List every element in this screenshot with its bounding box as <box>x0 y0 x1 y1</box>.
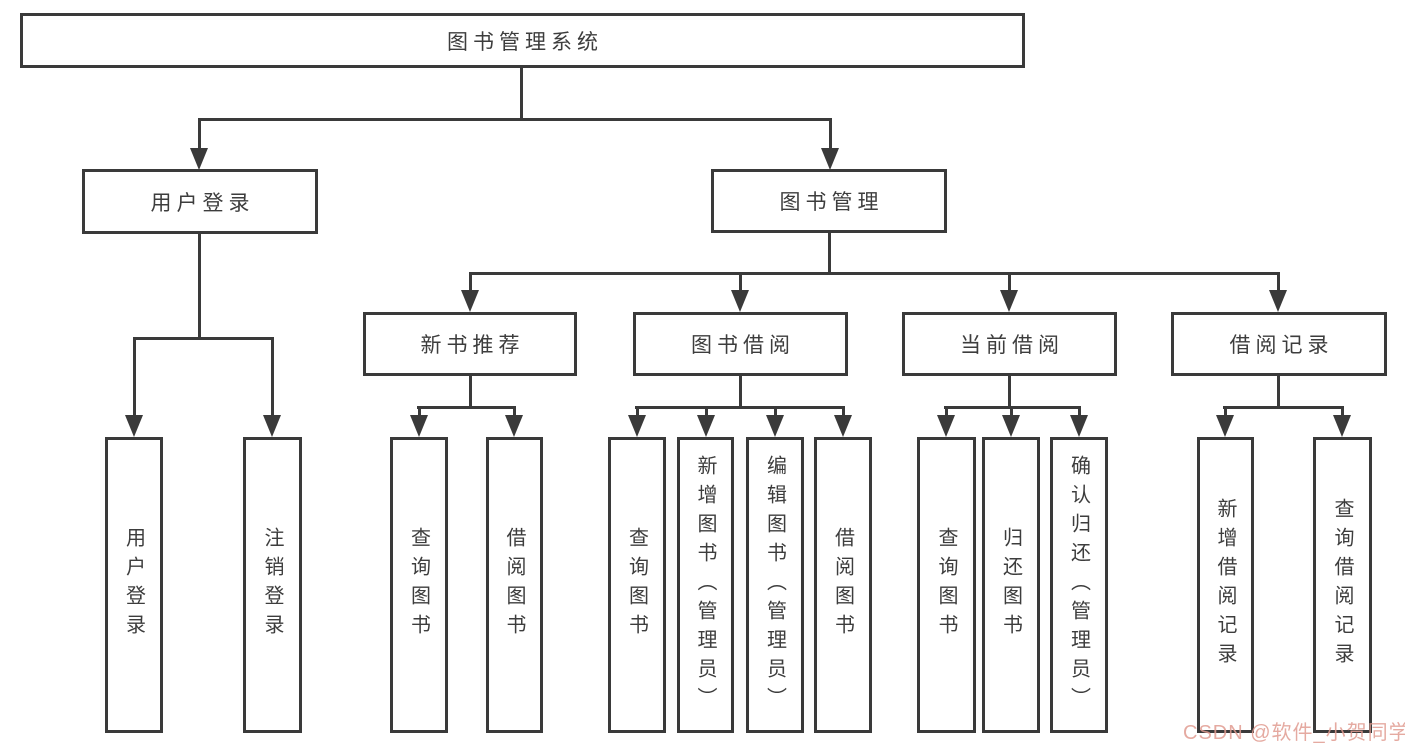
csdn-watermark: CSDN @软件_小贺同学 <box>1183 722 1405 744</box>
arrow-down-icon <box>410 415 428 437</box>
node-label: 确认归还（管理员） <box>1067 454 1090 716</box>
node-label: 查询图书 <box>625 527 648 643</box>
node-label: 查询图书 <box>407 527 430 643</box>
connector <box>705 406 708 420</box>
connector <box>1078 406 1081 420</box>
node-label: 编辑图书（管理员） <box>763 454 786 716</box>
node-label: 查询借阅记录 <box>1331 498 1353 672</box>
connector <box>1008 272 1011 294</box>
connector <box>1223 406 1344 409</box>
arrow-down-icon <box>190 148 208 170</box>
node-label: 新书推荐 <box>420 334 525 357</box>
node-label: 用户登录 <box>122 527 145 643</box>
connector <box>418 406 421 420</box>
connector <box>945 406 948 420</box>
connector <box>133 337 136 418</box>
leaf-query-book-3: 查询图书 <box>917 437 976 733</box>
node-root: 图书管理系统 <box>20 13 1025 68</box>
leaf-query-book-2: 查询图书 <box>608 437 666 733</box>
node-borrow-record: 借阅记录 <box>1171 312 1387 376</box>
arrow-down-icon <box>263 415 281 437</box>
connector <box>469 272 1280 275</box>
connector <box>1277 272 1280 294</box>
node-label: 查询图书 <box>935 527 957 643</box>
connector <box>271 337 274 418</box>
node-label: 借阅记录 <box>1229 334 1334 357</box>
connector <box>1010 406 1013 420</box>
connector <box>1224 406 1227 420</box>
connector <box>198 234 201 339</box>
node-label: 用户登录 <box>150 191 255 215</box>
arrow-down-icon <box>1002 415 1020 437</box>
connector <box>829 118 832 152</box>
node-label: 新增图书（管理员） <box>694 454 716 716</box>
leaf-query-borrow-record: 查询借阅记录 <box>1313 437 1372 733</box>
node-label: 归还图书 <box>999 527 1022 643</box>
arrow-down-icon <box>731 290 749 312</box>
connector <box>1008 376 1011 409</box>
leaf-user-login: 用户登录 <box>105 437 163 733</box>
connector <box>739 272 742 294</box>
leaf-add-borrow-record: 新增借阅记录 <box>1197 437 1254 733</box>
connector <box>469 376 472 409</box>
node-book-management: 图书管理 <box>711 169 947 233</box>
leaf-edit-book-admin: 编辑图书（管理员） <box>746 437 804 733</box>
node-label: 图书管理系统 <box>447 30 603 54</box>
connector <box>469 272 472 294</box>
arrow-down-icon <box>1000 290 1018 312</box>
connector <box>842 406 845 420</box>
connector <box>417 406 516 409</box>
node-new-book-recommend: 新书推荐 <box>363 312 577 376</box>
connector <box>520 68 523 121</box>
leaf-return-book: 归还图书 <box>982 437 1040 733</box>
leaf-query-book-1: 查询图书 <box>390 437 448 733</box>
node-label: 借阅图书 <box>503 527 525 643</box>
arrow-down-icon <box>1269 290 1287 312</box>
arrow-down-icon <box>697 415 715 437</box>
node-current-borrow: 当前借阅 <box>902 312 1117 376</box>
arrow-down-icon <box>766 415 784 437</box>
arrow-down-icon <box>1333 415 1351 437</box>
arrow-down-icon <box>461 290 479 312</box>
arrow-down-icon <box>125 415 143 437</box>
leaf-confirm-return-admin: 确认归还（管理员） <box>1050 437 1108 733</box>
node-label: 当前借阅 <box>960 334 1064 357</box>
connector <box>133 337 274 340</box>
arrow-down-icon <box>628 415 646 437</box>
connector <box>1277 376 1280 409</box>
arrow-down-icon <box>1216 415 1234 437</box>
connector <box>1341 406 1344 420</box>
leaf-logout: 注销登录 <box>243 437 302 733</box>
leaf-borrow-book-2: 借阅图书 <box>814 437 872 733</box>
arrow-down-icon <box>834 415 852 437</box>
connector <box>774 406 777 420</box>
connector <box>198 118 201 152</box>
leaf-borrow-book-1: 借阅图书 <box>486 437 543 733</box>
node-book-borrow: 图书借阅 <box>633 312 848 376</box>
arrow-down-icon <box>937 415 955 437</box>
connector <box>636 406 639 420</box>
node-label: 借阅图书 <box>831 527 854 643</box>
node-user-login: 用户登录 <box>82 169 318 234</box>
connector <box>513 406 516 420</box>
node-label: 新增借阅记录 <box>1214 498 1236 672</box>
connector <box>635 406 845 409</box>
node-label: 注销登录 <box>261 527 283 643</box>
leaf-add-book-admin: 新增图书（管理员） <box>677 437 734 733</box>
node-label: 图书借阅 <box>691 334 795 357</box>
arrow-down-icon <box>505 415 523 437</box>
node-label: 图书管理 <box>779 191 884 214</box>
connector <box>828 233 831 274</box>
connector <box>198 118 832 121</box>
arrow-down-icon <box>821 148 839 170</box>
connector <box>739 376 742 409</box>
arrow-down-icon <box>1070 415 1088 437</box>
